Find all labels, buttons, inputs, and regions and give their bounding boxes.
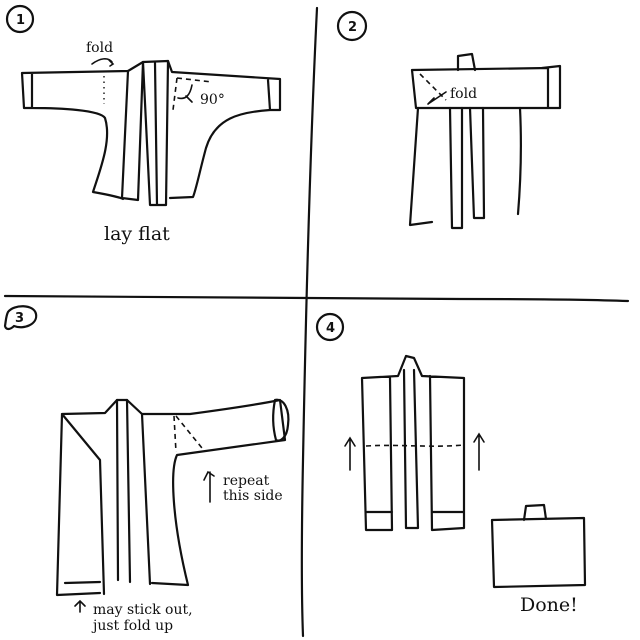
step-2-panel: 2 fold (336, 10, 562, 230)
step-number: 3 (15, 311, 24, 326)
horizontal-divider (3, 294, 630, 303)
step-number-badge (3, 305, 38, 331)
step-number-badge (315, 312, 345, 342)
lay-flat-caption: lay flat (104, 223, 170, 245)
fold-label: fold (450, 86, 477, 102)
step-number: 4 (326, 321, 335, 336)
folded-sleeve-band (410, 64, 562, 110)
sleeve-cuff (272, 398, 290, 442)
up-arrow-icon (74, 599, 86, 613)
step-number-badge (5, 4, 35, 34)
up-arrow-icon (344, 436, 356, 471)
fold-arrow-icon (427, 91, 447, 105)
up-arrow-icon (203, 470, 215, 503)
repeat-label-line2: this side (223, 488, 283, 504)
jacket-body (408, 52, 522, 230)
step-4-panel: 4 Done! (315, 312, 587, 616)
folded-bundle-icon (490, 503, 587, 589)
horizontal-fold-line (365, 444, 465, 447)
step-3-panel: 3 repeat this side may stick out, just f… (3, 305, 290, 634)
jacket-outline (20, 59, 282, 201)
jacket-collar (120, 59, 170, 207)
done-caption: Done! (520, 594, 578, 616)
diagonal-fold-line (173, 415, 203, 453)
folded-jacket (360, 354, 466, 532)
fold-arrow-icon (91, 58, 115, 67)
repeat-label-line1: repeat (223, 473, 270, 489)
angle-arrow-icon (177, 84, 193, 103)
angle-label: 90° (200, 92, 225, 108)
step-number: 2 (348, 20, 357, 35)
up-arrow-icon (473, 432, 485, 471)
jacket-collar (115, 398, 152, 586)
vertical-divider (300, 6, 319, 638)
step-number: 1 (16, 13, 25, 28)
step-1-panel: 1 fold 90° lay flat (5, 4, 282, 245)
fold-label: fold (86, 40, 113, 56)
right-angle-guide (172, 77, 213, 111)
diagonal-fold-line (419, 73, 447, 101)
note-label-line2: just fold up (91, 618, 173, 634)
step-number-badge (336, 10, 368, 42)
note-label-line1: may stick out, (93, 602, 193, 618)
